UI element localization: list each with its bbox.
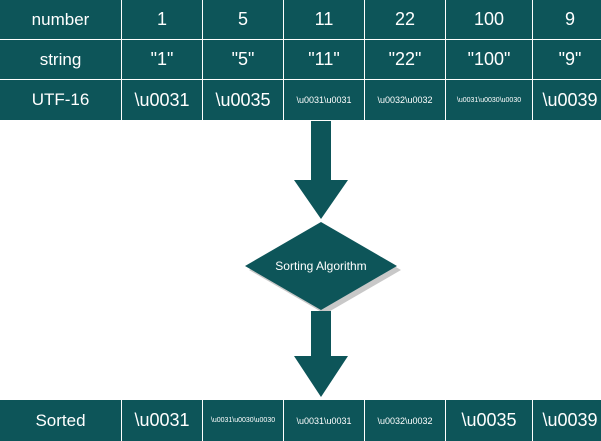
utf16-cell: \u0031\u0030\u0030 (446, 80, 532, 120)
number-cell: 11 (284, 0, 364, 39)
utf16-cell: \u0035 (203, 80, 283, 120)
number-cell: 9 (533, 0, 601, 39)
number-cell: 100 (446, 0, 532, 39)
row-header-string: string (0, 40, 121, 79)
down-arrow-icon (294, 121, 348, 219)
sorted-cell: \u0035 (446, 400, 532, 441)
string-cell: "11" (284, 40, 364, 79)
sorted-cell: \u0031\u0030\u0030 (203, 400, 283, 441)
utf16-cell: \u0031\u0031 (284, 80, 364, 120)
string-cell: "1" (122, 40, 202, 79)
utf16-cell: \u0039 (533, 80, 601, 120)
sorted-table: Sorted \u0031 \u0031\u0030\u0030 \u0031\… (0, 400, 601, 441)
down-arrow-icon (294, 311, 348, 397)
sorted-cell: \u0032\u0032 (365, 400, 445, 441)
row-header-number: number (0, 0, 121, 39)
sorted-cell: \u0039 (533, 400, 601, 441)
row-header-sorted: Sorted (0, 400, 121, 441)
string-cell: "5" (203, 40, 283, 79)
number-cell: 22 (365, 0, 445, 39)
utf16-cell: \u0031 (122, 80, 202, 120)
sorted-cell: \u0031 (122, 400, 202, 441)
string-cell: "9" (533, 40, 601, 79)
utf16-cell: \u0032\u0032 (365, 80, 445, 120)
sorted-cell: \u0031\u0031 (284, 400, 364, 441)
number-cell: 1 (122, 0, 202, 39)
sorting-algorithm-label: Sorting Algorithm (275, 259, 366, 273)
number-cell: 5 (203, 0, 283, 39)
row-header-utf16: UTF-16 (0, 80, 121, 120)
sorting-algorithm-diamond (245, 222, 397, 310)
input-table: number 1 5 11 22 100 9 string "1" "5" "1… (0, 0, 601, 120)
string-cell: "100" (446, 40, 532, 79)
string-cell: "22" (365, 40, 445, 79)
